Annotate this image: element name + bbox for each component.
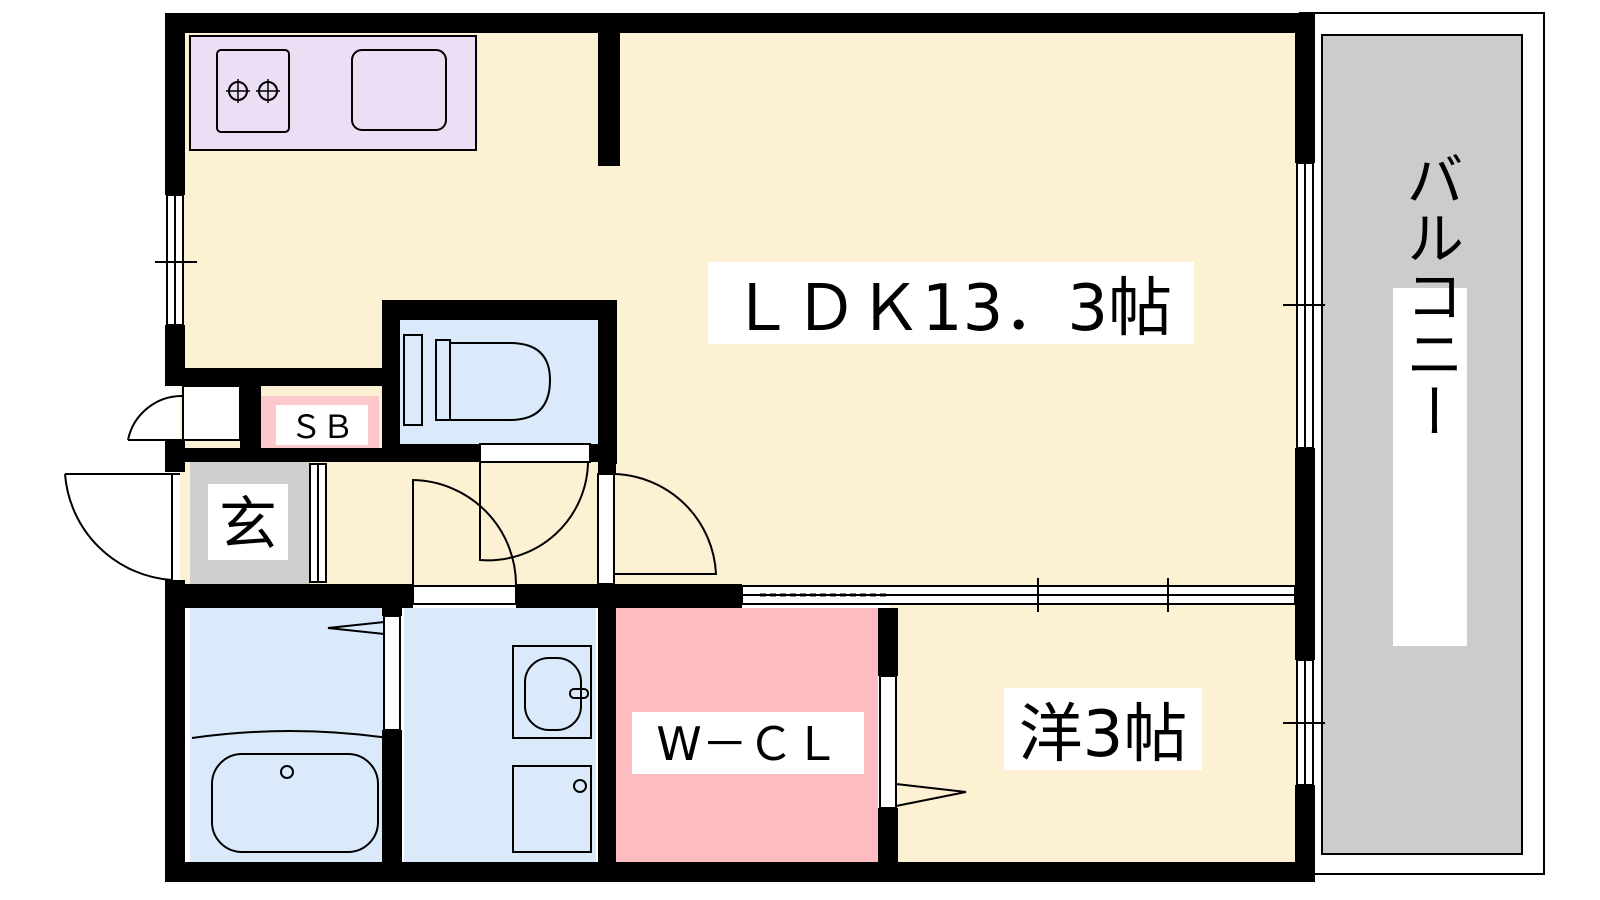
wcl-label: W－ＣＬ (656, 717, 839, 771)
walls (165, 13, 1315, 882)
window-western-right (1283, 659, 1325, 786)
kitchen-sink-icon (351, 49, 447, 131)
door-bathroom[interactable] (327, 615, 401, 731)
bathroom-floor (190, 608, 398, 866)
sliding-partition[interactable] (741, 578, 1296, 612)
door-western-room[interactable] (879, 675, 967, 809)
ldk-label: ＬＤＫ13．3帖 (730, 272, 1172, 346)
entrance-label: 玄 (219, 490, 277, 558)
washing-machine-icon (512, 765, 592, 853)
western-room-label: 洋3帖 (1019, 698, 1188, 772)
door-closet-entrance[interactable] (127, 385, 241, 441)
sb-label: ＳＢ (290, 408, 354, 446)
window-ldk-right (1283, 162, 1325, 449)
door-main-entrance[interactable] (64, 473, 180, 581)
door-ldk[interactable] (597, 473, 718, 585)
bathtub-icon (191, 730, 389, 853)
door-washroom[interactable] (412, 478, 518, 605)
wash-basin-icon (512, 645, 592, 739)
door-toilet[interactable] (479, 443, 591, 562)
door-entrance-sliding[interactable] (309, 463, 327, 583)
toilet-room-floor (400, 320, 598, 444)
toilet-icon (403, 334, 552, 426)
balcony-label: バルコニー (1396, 150, 1464, 440)
balcony: バルコニー (1299, 12, 1545, 875)
stove-icon (216, 49, 290, 133)
window-left (155, 194, 197, 326)
